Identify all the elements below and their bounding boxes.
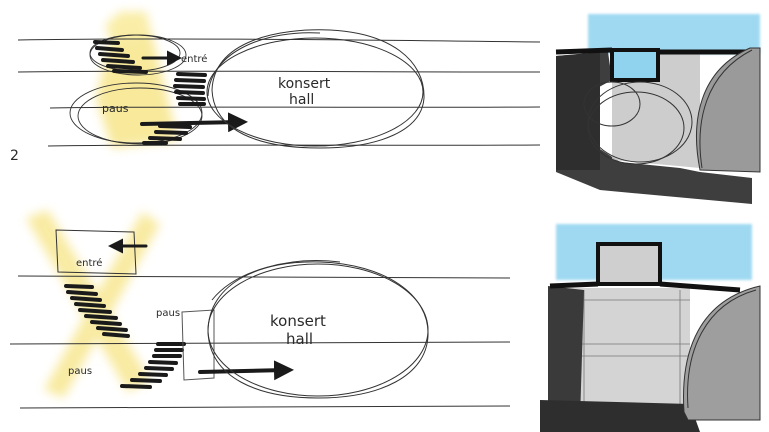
bottom-arrow-hall (200, 370, 286, 372)
top-label-pause: paus (102, 102, 129, 115)
top-skylight-box (612, 50, 658, 80)
bottom-right-dome (684, 286, 760, 420)
sheet-number: 2 (10, 148, 19, 164)
bottom-label-entry: entré (76, 257, 102, 269)
bottom-shadow-mass (548, 286, 584, 420)
bottom-hall-title-line1: konsert (270, 312, 326, 330)
top-street-lines (18, 39, 540, 146)
top-hall-title-line2: hall (289, 92, 314, 108)
bottom-hall-title-line2: hall (286, 330, 313, 348)
bottom-label-pause-upper: paus (156, 308, 180, 319)
bottom-ground-shadow (540, 400, 700, 432)
bottom-roof-box (598, 244, 660, 284)
bottom-perspective-sketch (540, 224, 760, 432)
bottom-plan-sketch: entré paus paus konsert hall (10, 210, 510, 408)
top-plan-sketch: 2 entré paus konsert hall (10, 12, 540, 164)
bottom-arrows (114, 246, 286, 372)
top-perspective-sketch (556, 14, 760, 204)
bottom-label-pause-lower: paus (68, 366, 92, 377)
top-label-entry: entré (181, 53, 207, 65)
top-hall-title-line1: konsert (278, 76, 331, 92)
